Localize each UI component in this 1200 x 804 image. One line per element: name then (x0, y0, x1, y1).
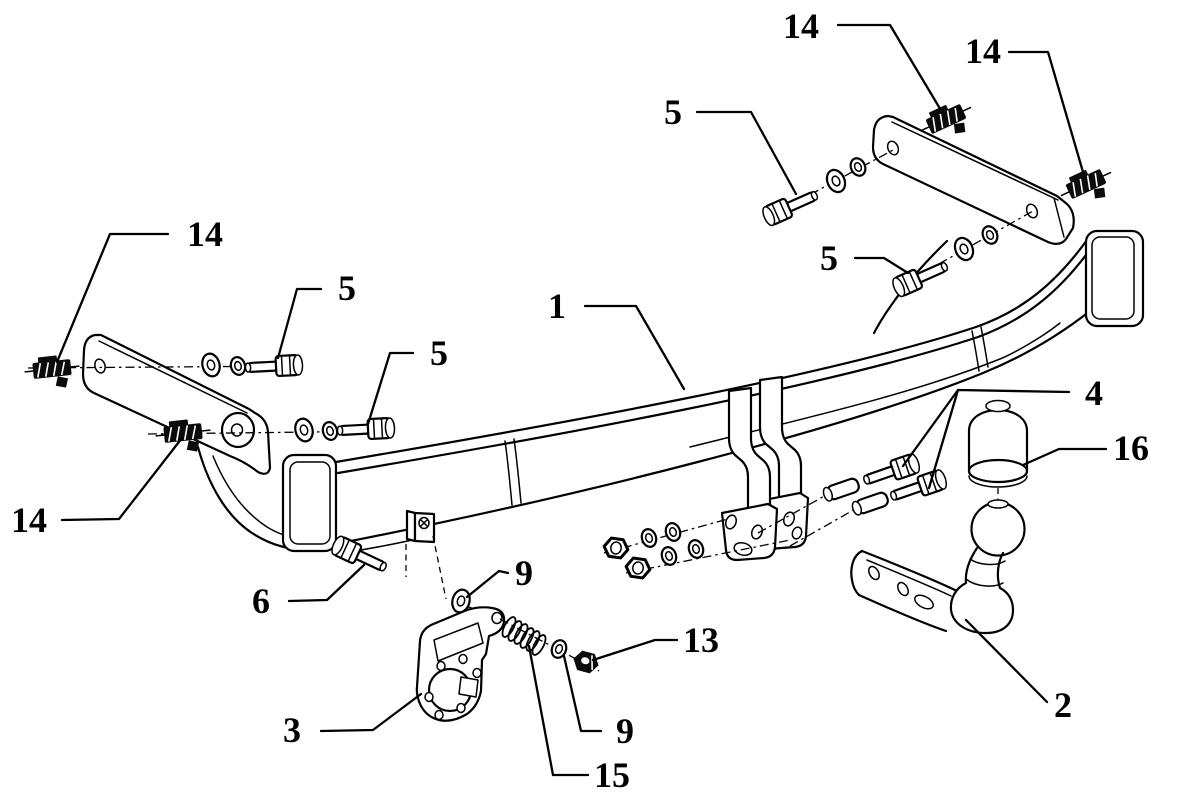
left-mounting-plate (81, 333, 272, 475)
callout-part-16: 16 (1021, 428, 1149, 468)
part-number-label: 16 (1113, 428, 1149, 468)
right-bolt-row-lower (889, 210, 1034, 300)
callout-part-15: 15 (527, 644, 630, 795)
left-bolt-row-upper (27, 350, 305, 380)
spring-15 (499, 616, 600, 672)
part-number-label: 14 (783, 6, 819, 46)
part-number-label: 9 (515, 553, 533, 593)
cover-cap-16 (967, 399, 1029, 501)
part-number-label: 5 (338, 268, 356, 308)
leader-line (60, 436, 184, 522)
leader-line (527, 644, 590, 777)
leader-line (591, 638, 679, 662)
callout-part-9: 9 (562, 654, 634, 751)
part-number-label: 2 (1054, 685, 1072, 725)
ballmount-bracket (720, 375, 810, 562)
leader-line (964, 618, 1049, 704)
callout-part-14: 14 (965, 31, 1085, 174)
socket-plate (415, 606, 506, 722)
callout-part-2: 2 (964, 618, 1072, 725)
nut-13 (573, 650, 599, 674)
flange-nut (601, 535, 631, 561)
underbeam-tab (405, 509, 447, 600)
part-number-label: 5 (820, 238, 838, 278)
callout-part-14: 14 (783, 6, 944, 114)
part-number-label: 5 (430, 333, 448, 373)
clamp-14-left-upper (22, 352, 82, 393)
part-number-label: 5 (664, 92, 682, 132)
crossbar-beam (334, 238, 1092, 554)
callout-part-4: 4 (901, 373, 1103, 490)
leader-line (1021, 447, 1108, 467)
callout-part-14: 14 (55, 214, 223, 364)
right-bolt-row-upper (759, 149, 894, 229)
callout-part-1: 1 (548, 286, 686, 391)
callout-part-9: 9 (465, 553, 533, 599)
leader-line (366, 351, 415, 426)
part-number-label: 1 (548, 286, 566, 326)
part-number-label: 6 (252, 581, 270, 621)
leader-line (319, 692, 423, 733)
callout-part-13: 13 (591, 620, 719, 662)
leader-line (927, 388, 960, 490)
part-number-label: 15 (594, 755, 630, 795)
part-number-label: 4 (1085, 373, 1103, 413)
callout-part-5: 5 (366, 333, 448, 426)
leader-line (287, 563, 366, 603)
leader-line (465, 569, 510, 599)
callout-part-6: 6 (252, 563, 366, 621)
right-mounting-plate (871, 114, 1075, 335)
leader-line (836, 23, 944, 114)
washer-9-lower (548, 637, 570, 661)
part-number-label: 14 (965, 31, 1001, 71)
leader-line (853, 256, 910, 275)
bolt-5 (759, 184, 822, 229)
bolt-5 (889, 255, 952, 300)
leader-line (55, 232, 170, 364)
bolt-5 (243, 353, 305, 379)
part-number-label: 9 (616, 711, 634, 751)
bolts-4-with-spacers (757, 451, 950, 547)
callout-part-3: 3 (283, 692, 423, 750)
part-number-label: 14 (11, 500, 47, 540)
callout-part-5: 5 (820, 238, 910, 278)
beam-end-cap-right (1084, 229, 1145, 328)
tow-ball-2 (850, 499, 1026, 635)
leader-line (583, 304, 686, 391)
bolt-5 (335, 416, 397, 442)
leader-line (1007, 50, 1085, 174)
leader-line (562, 654, 603, 733)
nut-washer-cluster (601, 518, 791, 581)
callout-part-5: 5 (664, 92, 798, 196)
part-number-label: 14 (187, 214, 223, 254)
part-number-label: 3 (283, 710, 301, 750)
part-number-label: 13 (683, 620, 719, 660)
leader-line (276, 287, 323, 360)
callout-part-5: 5 (276, 268, 356, 360)
callout-part-14: 14 (11, 436, 184, 540)
flange-nut (623, 555, 653, 581)
leader-line (695, 110, 798, 196)
beam-end-cap-left (281, 453, 338, 553)
